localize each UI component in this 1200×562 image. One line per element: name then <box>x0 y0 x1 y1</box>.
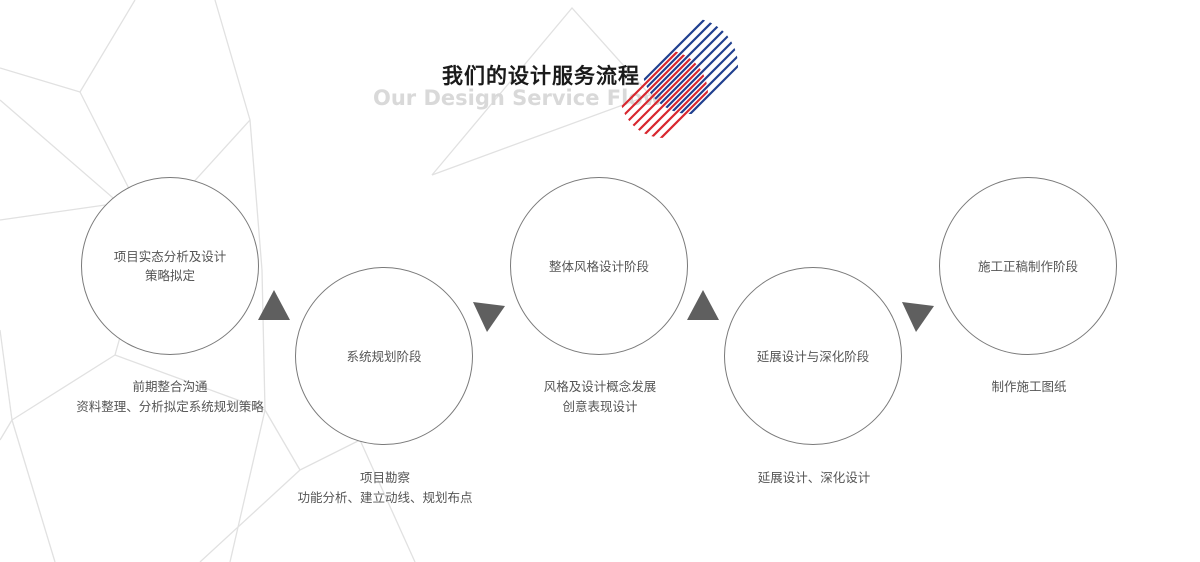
step-2-circle: 系统规划阶段 <box>295 267 473 445</box>
step-4-description: 延展设计、深化设计 <box>757 470 871 485</box>
step-4-title: 延展设计与深化阶段 <box>756 348 870 364</box>
step-5-description: 制作施工图纸 <box>991 379 1067 394</box>
step-1-title: 项目实态分析及设计 策略拟定 <box>113 249 227 283</box>
step-3-description: 风格及设计概念发展 创意表现设计 <box>543 379 657 414</box>
step-5-circle: 施工正稿制作阶段 <box>939 177 1117 355</box>
arrow-icon-4 <box>902 302 934 332</box>
arrow-icon-2 <box>473 302 505 332</box>
page-title: 我们的设计服务流程 <box>442 64 640 88</box>
arrow-icon-3 <box>687 290 719 320</box>
decorative-striped-circle <box>620 18 738 138</box>
step-3-circle: 整体风格设计阶段 <box>510 177 688 355</box>
step-4-circle: 延展设计与深化阶段 <box>724 267 902 445</box>
arrow-icon-1 <box>258 290 290 320</box>
step-1-circle: 项目实态分析及设计 策略拟定 <box>81 177 259 355</box>
step-2-description: 项目勘察 功能分析、建立动线、规划布点 <box>297 470 473 505</box>
step-3-title: 整体风格设计阶段 <box>548 258 649 274</box>
step-1-description: 前期整合沟通 资料整理、分析拟定系统规划策略 <box>76 379 264 414</box>
step-2-title: 系统规划阶段 <box>346 348 422 364</box>
step-5-title: 施工正稿制作阶段 <box>977 258 1078 274</box>
page-subtitle: Our Design Service Flow <box>373 86 663 110</box>
